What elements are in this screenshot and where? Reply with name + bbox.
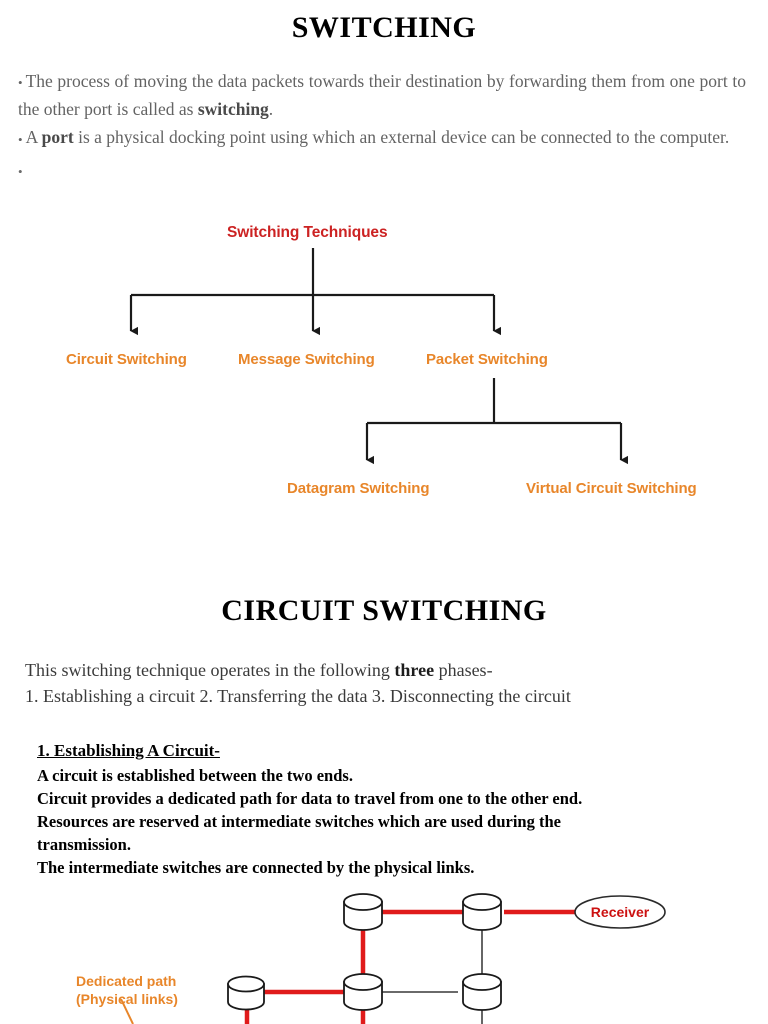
dedicated-path-leader-line (120, 998, 134, 1024)
switch-node-c (343, 973, 383, 1011)
switch-node-e (227, 975, 265, 1011)
physical-links (381, 925, 483, 1024)
switch-node-a (343, 893, 383, 931)
phases-intro-pre: This switching technique operates in the… (25, 660, 395, 680)
phase-1-line-3: Resources are reserved at intermediate s… (37, 812, 561, 831)
bullet-1-text: The process of moving the data packets t… (18, 71, 746, 120)
bullet-2-text: A (25, 127, 42, 148)
section-title-circuit-switching: CIRCUIT SWITCHING (221, 594, 547, 627)
intro-bullet-list: •The process of moving the data packets … (18, 68, 746, 185)
tree-node-root: Switching Techniques (227, 224, 388, 241)
tree-connectors (129, 248, 628, 465)
bullet-marker-icon: • (18, 75, 23, 91)
tree-node-message-switching: Message Switching (238, 351, 375, 368)
switch-node-b (462, 893, 502, 931)
receiver-label: Receiver (591, 904, 650, 920)
circuit-switching-intro: This switching technique operates in the… (25, 657, 745, 709)
phases-intro-emphasis: three (394, 660, 435, 680)
network-diagram-svg: Receiver (120, 893, 666, 1024)
tree-node-datagram-switching: Datagram Switching (287, 480, 430, 497)
switch-node-d (462, 973, 502, 1011)
bullet-marker-icon: • (18, 131, 23, 147)
phase-1-line-1: A circuit is established between the two… (37, 766, 353, 785)
phase-1-line-4: transmission. (37, 835, 131, 854)
phase-1-heading: 1. Establishing A Circuit- (37, 741, 220, 760)
tree-node-circuit-switching: Circuit Switching (66, 351, 187, 368)
phase-1-line-5: The intermediate switches are connected … (37, 858, 475, 877)
switching-techniques-tree: Switching Techniques Circuit Switching M… (0, 215, 768, 515)
bullet-1-tail: . (268, 99, 274, 120)
tree-node-virtual-circuit-switching: Virtual Circuit Switching (526, 480, 697, 497)
bullet-marker-icon: • (18, 163, 23, 179)
phase-1-line-2: Circuit provides a dedicated path for da… (37, 789, 583, 808)
dedicated-path-line-2: (Physical links) (76, 991, 178, 1007)
circuit-switching-network-diagram: Receiver (0, 880, 768, 1024)
bullet-item-1: •The process of moving the data packets … (18, 68, 746, 123)
bullet-2-emphasis: port (41, 127, 74, 148)
dedicated-path-annotation: Dedicated path (Physical links) (76, 972, 178, 1008)
bullet-item-3: • (18, 157, 746, 185)
receiver-node: Receiver (574, 895, 666, 929)
dedicated-path-links (244, 909, 578, 1024)
dedicated-path-line-1: Dedicated path (76, 973, 177, 989)
phases-intro-line: This switching technique operates in the… (25, 657, 745, 683)
bullet-2-tail: is a physical docking point using which … (73, 127, 730, 148)
phases-intro-post: phases- (434, 660, 493, 680)
phase-1-block: 1. Establishing A Circuit- A circuit is … (37, 739, 737, 879)
tree-node-packet-switching: Packet Switching (426, 351, 548, 368)
bullet-1-emphasis: switching (197, 99, 269, 120)
phases-enumeration-line: 1. Establishing a circuit 2. Transferrin… (25, 686, 571, 706)
bullet-item-2: •A port is a physical docking point usin… (18, 124, 746, 152)
page-title: SWITCHING (291, 11, 477, 44)
